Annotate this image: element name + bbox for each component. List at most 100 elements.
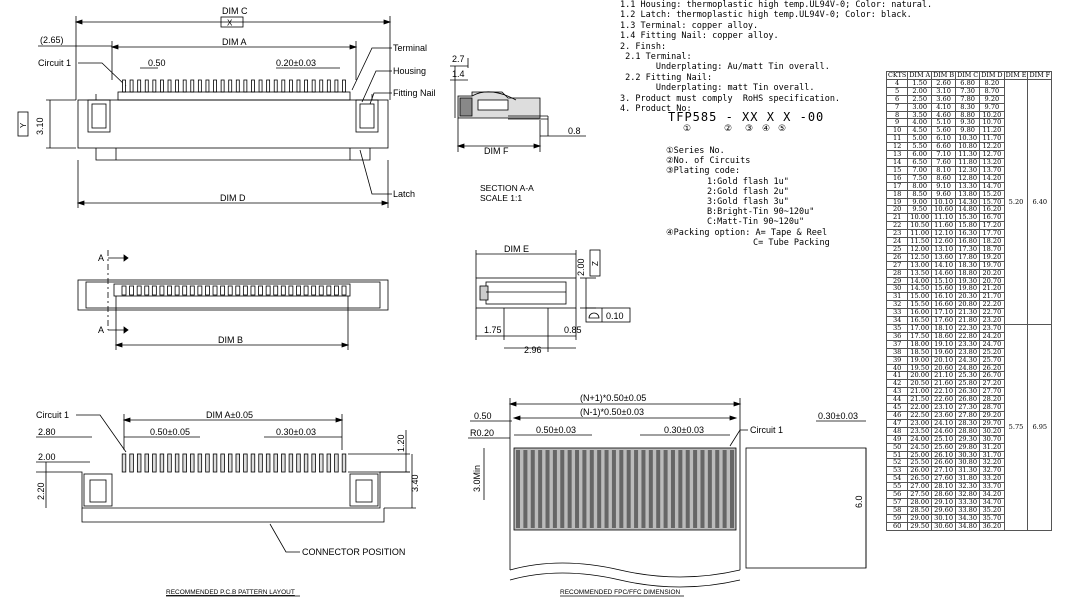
pcb-pad (205, 453, 210, 473)
table-cell: 13.00 (907, 260, 933, 270)
note-line: 2. Finsh: (620, 41, 667, 52)
contact-pad (273, 285, 279, 296)
table-cell: 14.60 (931, 268, 957, 278)
pcb-pad (197, 453, 203, 473)
terminal-pin (137, 79, 142, 93)
fpc-radius-label: R0.20 (470, 428, 494, 438)
terminal-pin (288, 79, 293, 93)
terminal-pin (144, 79, 149, 93)
pcb-pattern: DIM A±0.05 Circuit 1 2.80 0.50±0.05 0.30… (36, 410, 420, 597)
terminal-pin (235, 79, 240, 93)
terminal-pin (205, 79, 210, 93)
pcb-pad (334, 453, 339, 473)
fpc-finger (634, 450, 639, 528)
fpc-finger (670, 450, 675, 528)
pcb-pads (121, 453, 347, 473)
fpc-finger (663, 450, 668, 528)
table-cell: 6 (885, 94, 909, 104)
pcb-pad (288, 453, 294, 473)
table-cell: 18.50 (907, 347, 933, 357)
table-cell: 8.00 (907, 181, 933, 191)
code-line: B:Bright-Tin 90~120u" (666, 207, 815, 218)
table-cell: 30.70 (979, 434, 1005, 444)
terminal-pin (273, 79, 278, 93)
terminal-callout: Terminal (393, 43, 427, 53)
contact-pad (341, 285, 347, 296)
pcb-pad (326, 453, 332, 473)
fpc-finger (523, 450, 528, 528)
contact-pad (280, 285, 286, 296)
contact-pad (205, 285, 210, 296)
pcb-dim-2-80-label: 2.80 (38, 427, 56, 437)
x-datum-label: X (227, 19, 233, 28)
fpc-finger-width-right-label: 0.30±0.03 (818, 411, 858, 421)
pcb-pad (273, 453, 278, 473)
pcb-pitch-label: 0.50±0.05 (150, 427, 190, 437)
terminal-pin (122, 79, 126, 93)
note-line: 3. Product must comply RoHS specificatio… (620, 93, 841, 104)
contact-pad (250, 285, 256, 296)
fpc-finger (604, 450, 609, 528)
table-cell: 9.10 (931, 181, 957, 191)
circuit1-label: Circuit 1 (38, 58, 71, 68)
pcb-pad (174, 453, 180, 473)
pcb-title: RECOMMENDED P.C.B PATTERN LAYOUT (166, 589, 295, 596)
section-scale: SCALE 1:1 (480, 193, 522, 203)
pcb-pad (167, 453, 172, 473)
dim-b-label: DIM B (218, 335, 243, 345)
terminal-pin (190, 79, 195, 93)
contact-row (121, 285, 347, 296)
terminal-pin (160, 79, 164, 93)
pcb-dim-2-00-label: 2.00 (38, 452, 56, 462)
table-cell: 7 (885, 102, 909, 112)
contact-pad (258, 285, 263, 296)
table-cell: 9.70 (979, 102, 1005, 112)
terminal-pin (213, 79, 217, 93)
pcb-pad (220, 453, 225, 473)
pcb-pad (190, 453, 195, 473)
spec-notes: 1.1 Housing: thermoplastic high temp.UL9… (620, 0, 932, 114)
terminal-pin (296, 79, 301, 93)
dim-2-96-label: 2.96 (524, 345, 542, 355)
pcb-pad (121, 453, 127, 473)
x-datum-box (220, 16, 244, 28)
fpc-finger (597, 450, 602, 528)
dim-2-00-label: 2.00 (576, 258, 586, 276)
pcb-pad (341, 453, 347, 473)
contact-pad (144, 285, 150, 296)
section-view: 2.7 1.4 0.8 DIM F SECTION A-A SCALE 1:1 (450, 54, 586, 203)
table-cell: 30.60 (931, 521, 957, 531)
fpc-dimension: (N+1)*0.50±0.05 (N-1)*0.50±0.03 0.50 R0.… (468, 393, 867, 597)
table-cell: 29.80 (955, 442, 981, 452)
pcb-pad (303, 453, 309, 473)
fpc-finger (538, 450, 543, 528)
fpc-finger (545, 450, 550, 528)
circled-2: ② (724, 124, 733, 134)
table-cell: 60 (885, 521, 909, 531)
contact-pad (296, 285, 301, 296)
terminal-pin (311, 79, 316, 93)
table-cell: 49 (885, 434, 909, 444)
table-cell: 29.00 (907, 513, 933, 523)
terminal-pin (152, 79, 157, 93)
terminal-pin (175, 79, 180, 93)
dim-1-4-label: 1.4 (452, 69, 465, 79)
table-cell: 13.30 (955, 181, 981, 191)
pcb-pad (136, 453, 142, 473)
table-cell: 25.60 (931, 442, 957, 452)
dim-e-group-1: 5.20 (1003, 78, 1029, 326)
terminal-pin (266, 79, 271, 93)
pcb-dim-3-40-label: 3.40 (410, 474, 420, 492)
dim-e-label: DIM E (504, 244, 529, 254)
dim-d-label: DIM D (220, 193, 246, 203)
table-cell: 13.50 (907, 268, 933, 278)
pcb-pad (235, 453, 240, 473)
note-line: 2.1 Terminal: (620, 51, 692, 62)
